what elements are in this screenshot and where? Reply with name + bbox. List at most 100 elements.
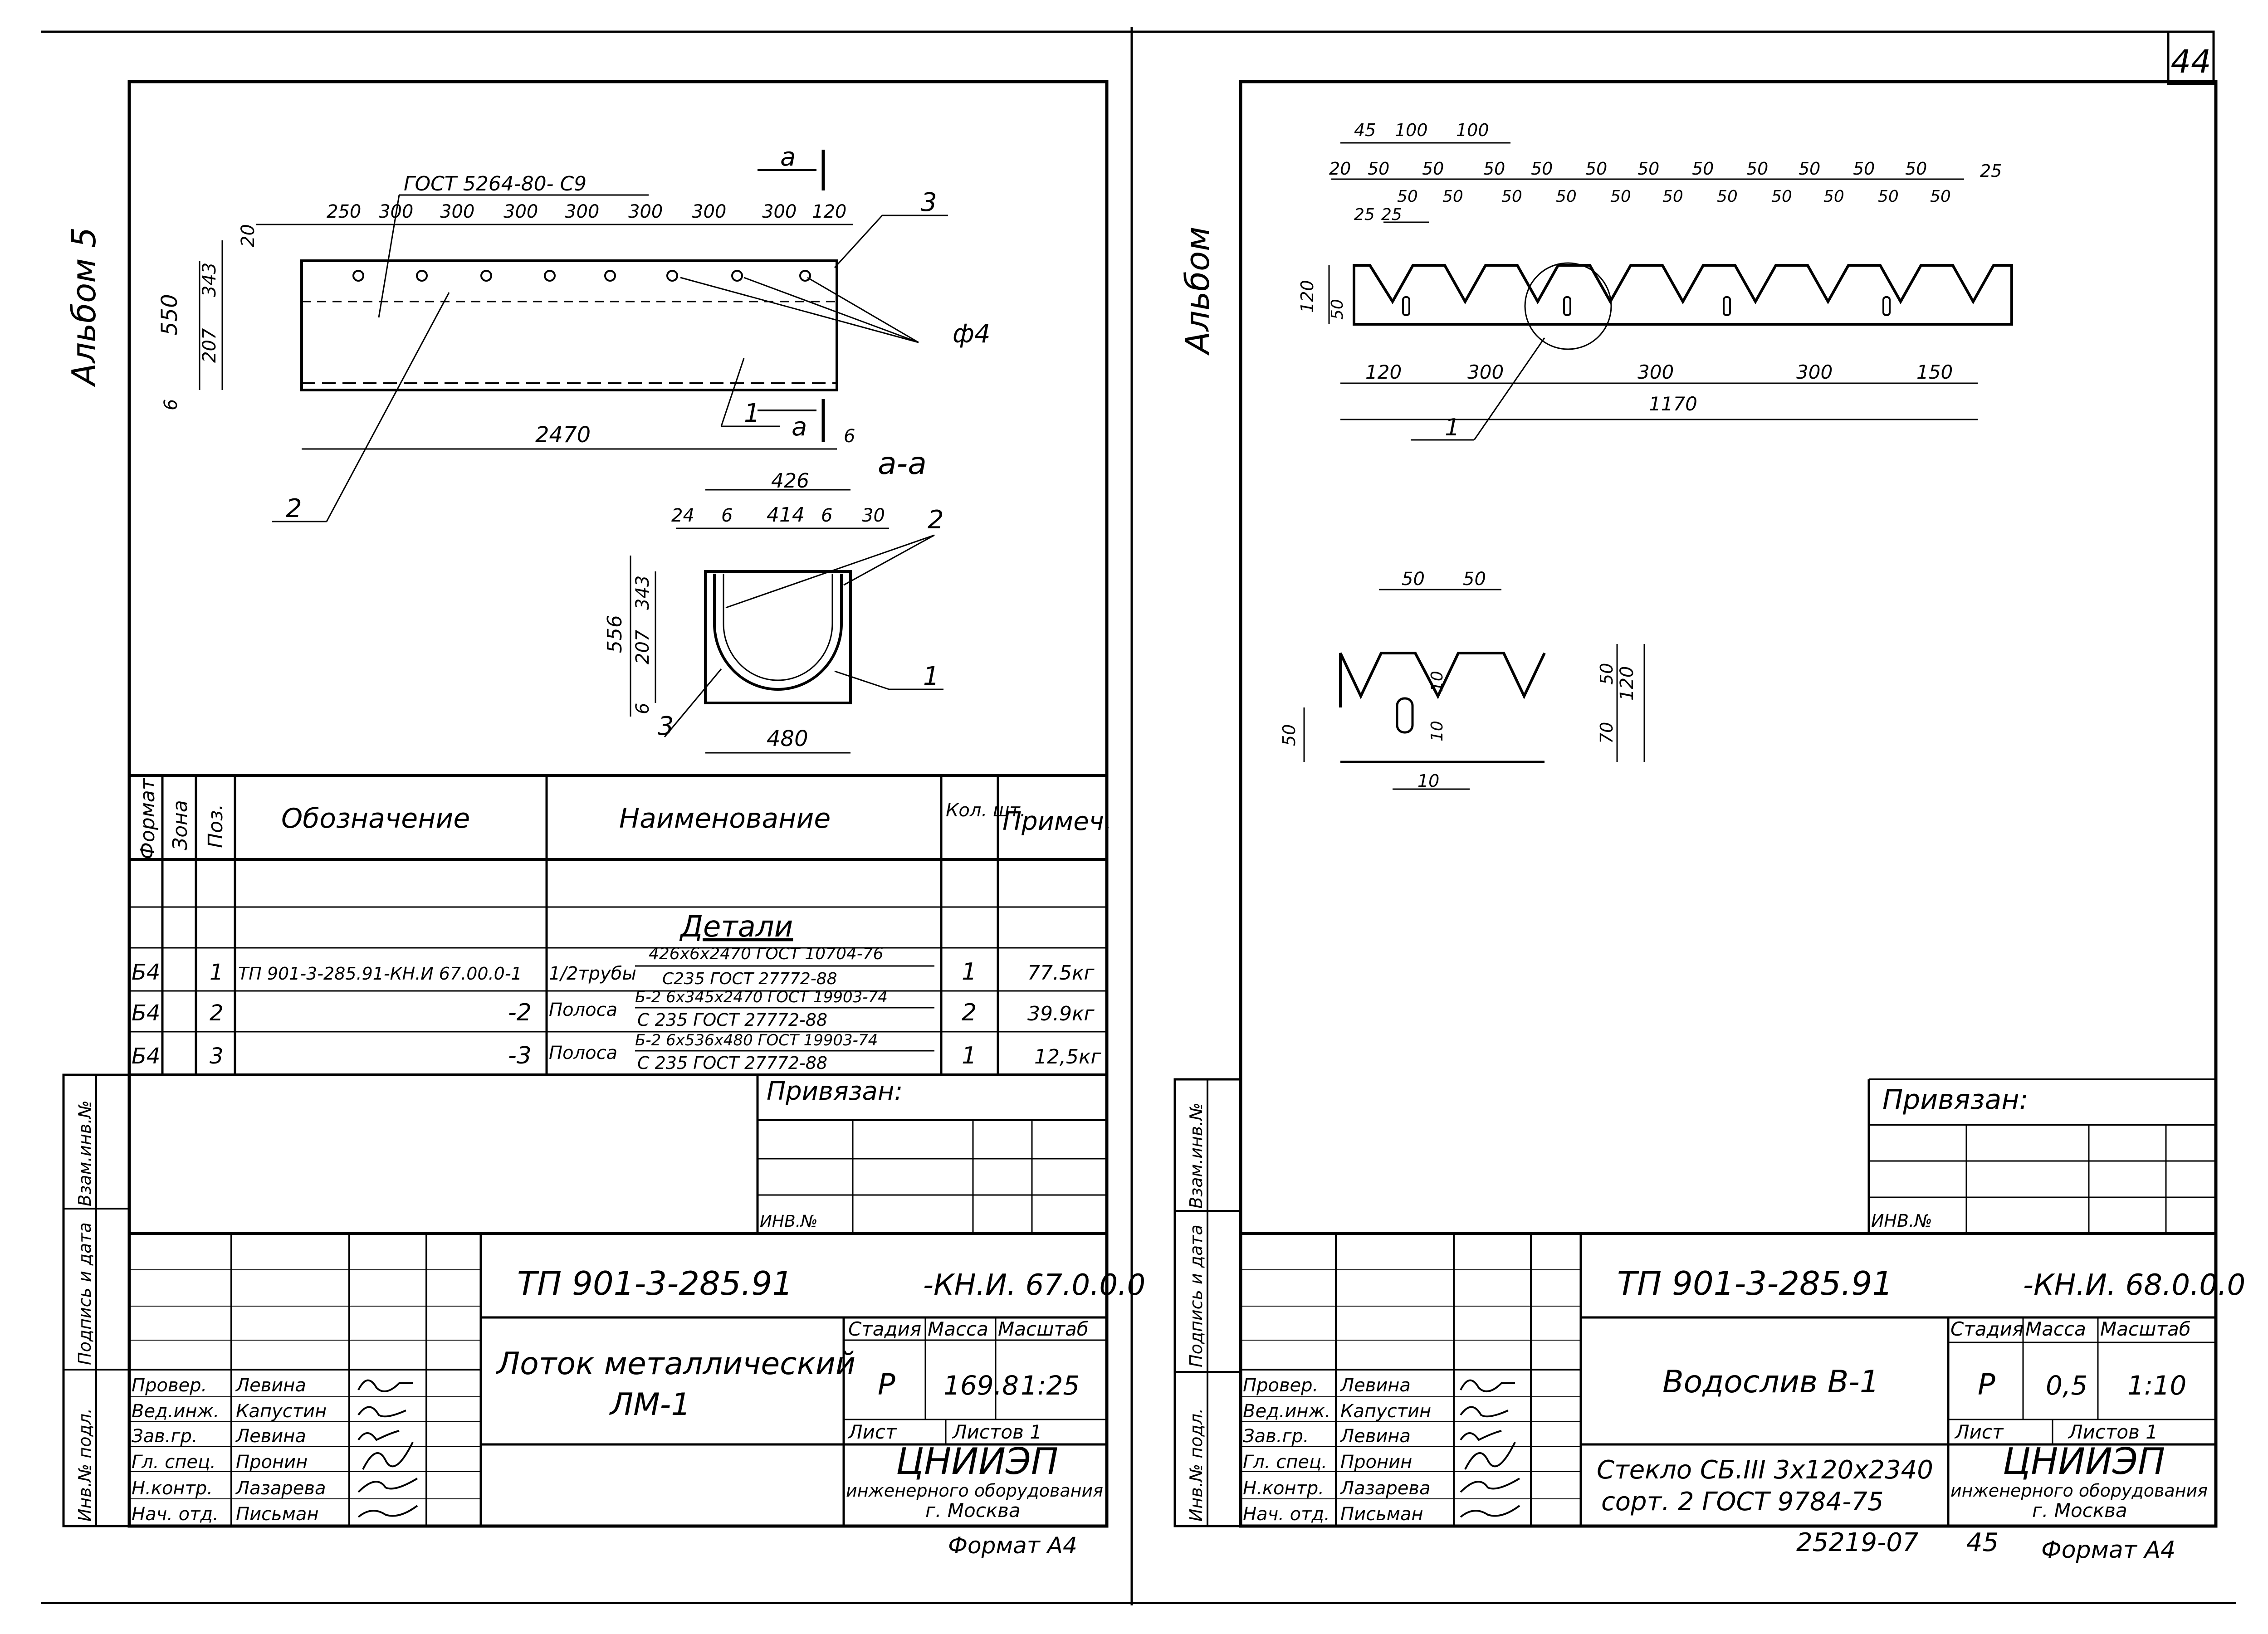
drawing-label: Зона — [169, 800, 192, 850]
right-glass-note-1: Стекло СБ.III 3х120х2340 — [1597, 1455, 1933, 1485]
header-note: Примеч. — [1002, 807, 1112, 836]
drawing-label: 70 — [1597, 722, 1617, 744]
pipe-half-inner — [723, 574, 833, 681]
drawing-label: 1/2трубы — [549, 963, 636, 984]
drawing-label: 300 — [628, 201, 663, 222]
drawing-label: Зав.гр. — [1243, 1426, 1309, 1447]
drawing-label: 39.9кг — [1027, 1002, 1095, 1025]
drawing-label: 50 — [1930, 187, 1951, 206]
page-number-box — [2167, 30, 2215, 85]
drawing-label: 50 — [1746, 159, 1768, 179]
detail-outline — [1339, 652, 1546, 707]
page-number: 44 — [2170, 43, 2211, 80]
drawing-label: 50 — [1637, 159, 1659, 179]
drawing-label: 50 — [1397, 187, 1418, 206]
bottom-code: 25219-07 — [1796, 1528, 1919, 1557]
drawing-label: ТП 901-3-285.91-КН.И 67.00.0-1 — [238, 964, 522, 984]
top-dimension-row-3: 50 50 50 50 50 50 50 50 50 50 50 — [1397, 187, 1951, 206]
left-drawing: 250 300 300 300 300 300 300 300 120 ГОСТ… — [157, 142, 991, 754]
section-mark-bottom: а — [792, 412, 807, 442]
drawing-label: 20 — [1329, 159, 1351, 179]
drawing-label: 414 — [767, 503, 805, 527]
drawing-label: Б4 — [132, 1000, 160, 1026]
drawing-label: Стадия — [1950, 1318, 2024, 1340]
drawing-label: 300 — [692, 201, 726, 222]
section-details-title: Детали — [679, 910, 793, 944]
drawing-label: 50 — [1463, 569, 1486, 590]
drawing-label: Р — [878, 1368, 895, 1402]
drawing-label: 300 — [1637, 361, 1674, 383]
drawing-label: Стадия — [848, 1318, 921, 1340]
drawing-label: 50 — [1823, 187, 1844, 206]
drawing-label: Гл. спец. — [132, 1452, 216, 1473]
drawing-label: Н.контр. — [1243, 1478, 1324, 1499]
drawing-label: Левина — [1339, 1375, 1411, 1396]
drawing-label: 1 — [962, 1042, 977, 1069]
pos-3: 3 — [921, 188, 937, 217]
right-stamp-code-suffix: -КН.И. 68.0.0.0 — [2023, 1268, 2245, 1302]
spec-table: Формат Зона Поз. Обозначение Наименовани… — [129, 774, 1112, 1076]
drawing-label: Нач. отд. — [132, 1504, 219, 1525]
left-signers: Провер. Вед.инж. Зав.гр. Гл. спец. Н.кон… — [132, 1375, 327, 1525]
drawing-label: Масштаб — [2100, 1318, 2191, 1340]
drawing-label: Р — [1978, 1368, 1995, 1402]
drawing-label: Б4 — [132, 960, 160, 985]
right-frame — [1239, 80, 2218, 1528]
section-pos-3: 3 — [658, 712, 674, 741]
right-stamp-title: Водослив В-1 — [1662, 1364, 1879, 1400]
drawing-label: 3 — [210, 1044, 224, 1069]
drawing-label: Инв.№ подл. — [75, 1408, 95, 1522]
drawing-label: 207 — [199, 328, 220, 363]
drawing-label: г. Москва — [2032, 1499, 2127, 1522]
drawing-label: Инв.№ подл. — [1186, 1408, 1206, 1522]
drawing-label: 10 — [1428, 721, 1447, 741]
left-frame — [127, 80, 1109, 1528]
drawing-label: 343 — [199, 263, 220, 297]
left-title-block: Провер. Вед.инж. Зав.гр. Гл. спец. Н.кон… — [129, 1232, 1145, 1559]
drawing-label: 25 — [1354, 205, 1375, 224]
drawing-label: Полоса — [549, 1043, 617, 1063]
top-dimension-values: 250 300 300 300 300 300 300 300 120 — [327, 201, 846, 222]
dim-1170: 1170 — [1649, 393, 1697, 415]
drawing-label: 6 — [161, 399, 181, 410]
drawing-label: 25 — [1980, 161, 2002, 181]
drawing-label: Письман — [1340, 1504, 1423, 1525]
detail-callout-circle — [1524, 262, 1612, 350]
drawing-label: 6 — [821, 505, 832, 526]
drawing-label: 50 — [1662, 187, 1683, 206]
drawing-label: 50 — [1717, 187, 1738, 206]
pos-2: 2 — [286, 494, 302, 523]
drawing-label: 50 — [1853, 159, 1875, 179]
drawing-label: 50 — [1585, 159, 1607, 179]
bottom-number: 45 — [1966, 1528, 1999, 1557]
drawing-label: Полоса — [549, 1000, 617, 1020]
right-org: ЦНИИЭП — [2003, 1440, 2165, 1483]
left-privyazan-block: Привязан: ИНВ.№ — [756, 1075, 1107, 1234]
drawing-label: инженерного оборудования — [846, 1481, 1103, 1501]
drawing-label: Привязан: — [1882, 1084, 2028, 1116]
pos-1: 1 — [744, 399, 760, 428]
section-pos-1: 1 — [923, 662, 939, 691]
drawing-label: 6 — [721, 505, 733, 526]
drawing-label: ИНВ.№ — [1871, 1211, 1932, 1231]
drawing-label: 77.5кг — [1027, 961, 1095, 985]
pipe-half-outer — [713, 574, 843, 691]
drawing-label: 150 — [1916, 361, 1953, 383]
spec-row-2: Б4 2 -2 Полоса Б-2 6х345х2470 ГОСТ 19903… — [132, 988, 1095, 1030]
drawing-label: 50 — [1402, 569, 1425, 590]
drawing-label: 480 — [767, 726, 808, 751]
drawing-label: Вед.инж. — [132, 1401, 219, 1422]
drawing-label: 6 — [844, 426, 855, 447]
right-privyazan-block: Привязан: ИНВ.№ — [1867, 1078, 2216, 1234]
drawing-label: 120 — [1617, 666, 1637, 701]
drawing-label: Формат — [136, 778, 159, 859]
drawing-label: 30 — [862, 505, 885, 526]
section-pos-2: 2 — [928, 505, 944, 535]
drawing-label: 120 — [1297, 280, 1317, 313]
drawing-label: Капустин — [236, 1401, 327, 1422]
drawing-label: Провер. — [1243, 1375, 1318, 1396]
drawing-label: С 235 ГОСТ 27772-88 — [637, 1010, 827, 1030]
right-drawing: 45 100 100 20 50 50 50 50 50 50 50 50 50… — [1279, 120, 2013, 791]
drawing-label: 24 — [671, 505, 694, 526]
